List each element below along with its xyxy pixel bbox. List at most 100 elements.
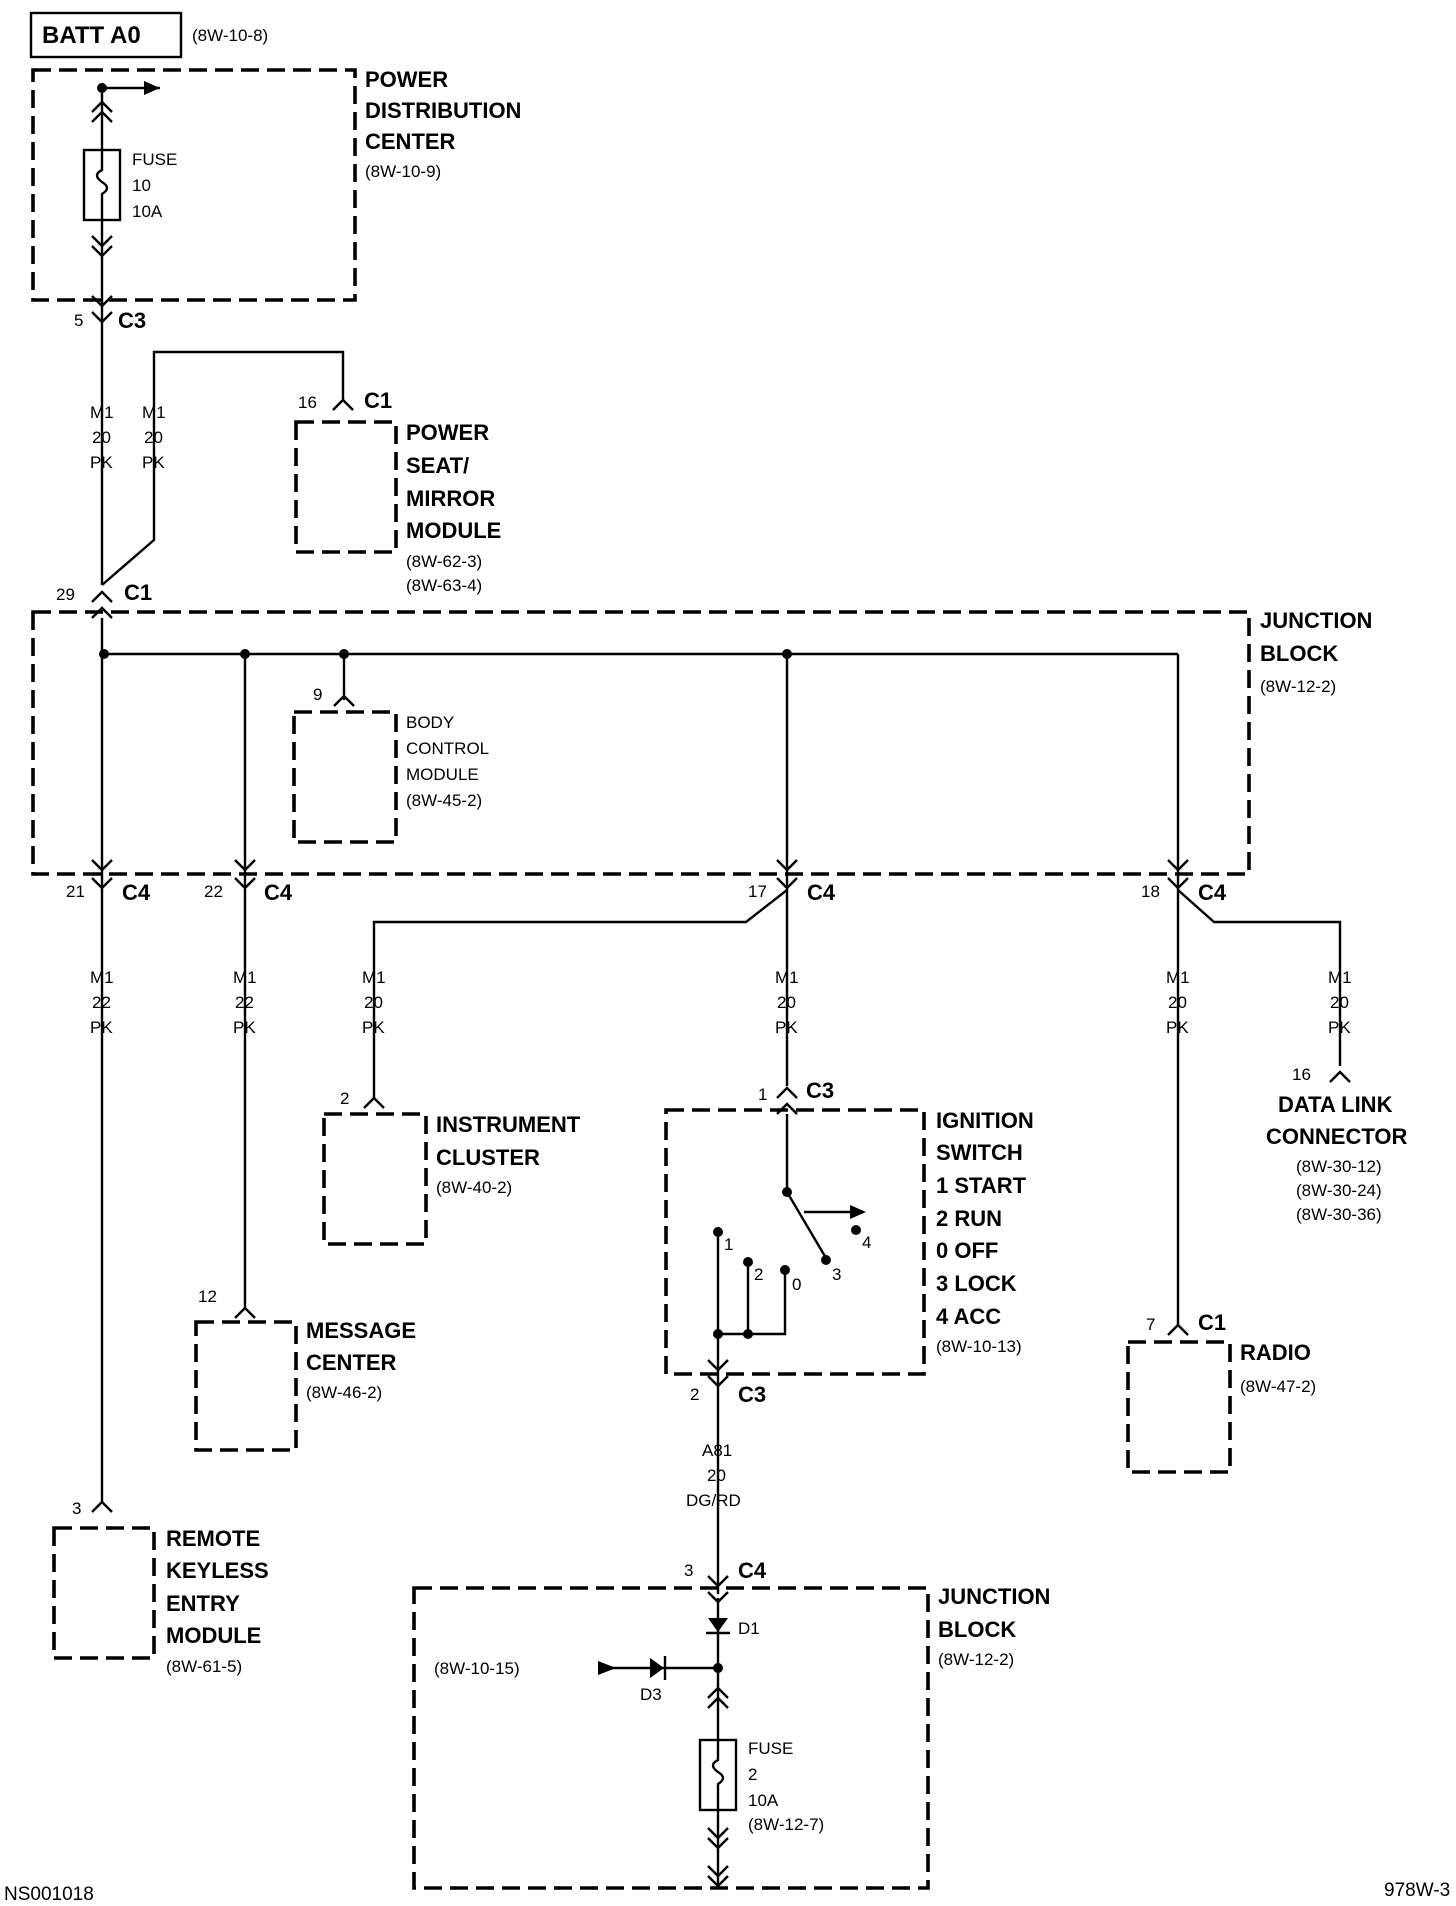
wire-ic-3: PK (362, 1018, 385, 1037)
connector-icon (1167, 859, 1189, 872)
wire-radio-3: PK (1166, 1018, 1189, 1037)
jb1-title-2: BLOCK (1260, 641, 1338, 666)
msg-title-2: CENTER (306, 1350, 397, 1375)
dlc-ref-1: (8W-30-12) (1296, 1157, 1382, 1176)
switch-contact-dot (821, 1255, 831, 1265)
wire-radio-1: M1 (1166, 968, 1190, 987)
psm-ref-2: (8W-63-4) (406, 576, 482, 595)
batt-box (29, 11, 183, 59)
psm-conn: C1 (364, 388, 392, 413)
pdc-box (31, 68, 357, 302)
connector-icon (91, 100, 113, 123)
wire-rke-1: M1 (90, 968, 114, 987)
batt-label: BATT A0 (42, 22, 141, 49)
pdc-fuse-number: 10 (132, 176, 151, 195)
connector-icon (234, 877, 256, 890)
ign-title-1: IGNITION (936, 1108, 1034, 1133)
radio-pin: 7 (1146, 1315, 1155, 1334)
wire-dlc-1: M1 (1328, 968, 1352, 987)
wire-main-left-1: M1 (90, 403, 114, 422)
jb2-pin: 3 (684, 1561, 693, 1580)
connector-icon (776, 859, 798, 872)
connector-icon (333, 694, 355, 707)
jb2-title-2: BLOCK (938, 1617, 1016, 1642)
rke-title-4: MODULE (166, 1623, 261, 1648)
wire-a81-1: A81 (702, 1441, 732, 1460)
connector-icon (91, 311, 113, 324)
psm-ref-1: (8W-62-3) (406, 552, 482, 571)
wire-radio-2: 20 (1168, 993, 1187, 1012)
wire-ic-1: M1 (362, 968, 386, 987)
connector-icon (1167, 1323, 1189, 1336)
radio-conn: C1 (1198, 1310, 1226, 1335)
jb2-title-1: JUNCTION (938, 1584, 1050, 1609)
fuse-element-icon (95, 150, 109, 220)
bcm-title-2: CONTROL (406, 739, 489, 758)
jb1-out-22-pin: 22 (204, 882, 223, 901)
psm-title-3: MIRROR (406, 486, 495, 511)
wire-rke-3: PK (90, 1018, 113, 1037)
footer-right: 978W-3 (1384, 1880, 1450, 1901)
wire-main-left-3: PK (90, 453, 113, 472)
ign-out-pin: 2 (690, 1385, 699, 1404)
ign-pos-lock: 3 LOCK (936, 1271, 1017, 1296)
wire-main-right-3: PK (142, 453, 165, 472)
ic-box (322, 1112, 428, 1246)
jb1-ref: (8W-12-2) (1260, 677, 1336, 696)
pdc-title-3: CENTER (365, 129, 456, 154)
connector-icon (91, 859, 113, 872)
jb1-in-conn: C1 (124, 580, 152, 605)
msg-pin: 12 (198, 1287, 217, 1306)
connector-icon (707, 1575, 729, 1588)
ign-pos-acc: 4 ACC (936, 1304, 1001, 1329)
jb1-out-21-pin: 21 (66, 882, 85, 901)
ic-title-1: INSTRUMENT (436, 1112, 581, 1137)
connector-icon (363, 1096, 385, 1109)
connector-icon (1329, 1070, 1351, 1083)
psm-title-4: MODULE (406, 518, 501, 543)
bcm-pin: 9 (313, 685, 322, 704)
ign-pos-1: 1 (724, 1235, 733, 1254)
rke-title-1: REMOTE (166, 1526, 260, 1551)
wire-ign-2: 20 (777, 993, 796, 1012)
wire-a81-2: 20 (707, 1466, 726, 1485)
ign-in-pin: 1 (758, 1085, 767, 1104)
wire-ic-2: 20 (364, 993, 383, 1012)
connector-icon (91, 1500, 113, 1513)
bcm-box (292, 710, 398, 844)
wire-dlc-2: 20 (1330, 993, 1349, 1012)
jb2-fuse-label: FUSE (748, 1739, 793, 1758)
jb2-d3-ref: (8W-10-15) (434, 1659, 520, 1678)
jb1-out-17-conn: C4 (807, 880, 836, 905)
connector-icon (91, 606, 113, 619)
connector-icon (707, 1359, 729, 1372)
connector-icon (707, 1865, 729, 1888)
jb2-conn: C4 (738, 1558, 767, 1583)
pdc-title-2: DISTRIBUTION (365, 98, 521, 123)
wire-msg-3: PK (233, 1018, 256, 1037)
connector-icon (91, 877, 113, 890)
connector-icon (1167, 877, 1189, 890)
jb2-fuse-number: 2 (748, 1765, 757, 1784)
ign-box (664, 1108, 926, 1376)
dlc-title-1: DATA LINK (1278, 1092, 1393, 1117)
bcm-title-1: BODY (406, 713, 454, 732)
pdc-conn: C3 (118, 308, 146, 333)
wire-rke-2: 22 (92, 993, 111, 1012)
wire-main-right-2: 20 (144, 428, 163, 447)
rke-title-3: ENTRY (166, 1591, 240, 1616)
jb1-out-17-pin: 17 (748, 882, 767, 901)
wire-msg-2: 22 (235, 993, 254, 1012)
dlc-ref-2: (8W-30-24) (1296, 1181, 1382, 1200)
dlc-title-2: CONNECTOR (1266, 1124, 1407, 1149)
connector-icon (707, 1827, 729, 1850)
batt-ref: (8W-10-8) (192, 26, 268, 45)
ign-pos-3: 3 (832, 1265, 841, 1284)
jb2-d1: D1 (738, 1619, 760, 1638)
rke-ref: (8W-61-5) (166, 1657, 242, 1676)
rke-pin: 3 (72, 1499, 81, 1518)
jb2-d3: D3 (640, 1685, 662, 1704)
connector-icon (234, 859, 256, 872)
diode-icon (708, 1618, 728, 1632)
fuse-element-icon (711, 1740, 725, 1810)
